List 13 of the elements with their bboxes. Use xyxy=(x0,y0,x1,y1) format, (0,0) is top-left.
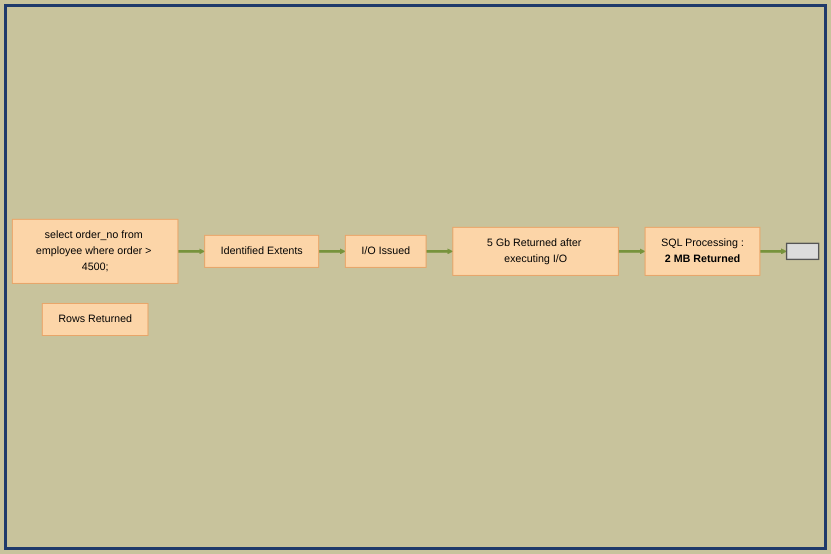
arrow xyxy=(618,248,646,254)
flowchart: select order_no from employee where order > 4500; Identified Extents I/O Issued 5 Gb Returned after executing I/O SQL Processing : 2 MB Returned Rows Returned xyxy=(7,214,824,340)
node-box xyxy=(452,226,619,276)
node-box xyxy=(344,234,427,268)
node-box xyxy=(786,242,820,260)
arrow xyxy=(178,248,205,254)
node-box xyxy=(204,234,320,268)
arrow xyxy=(760,248,787,254)
arrow xyxy=(426,248,454,254)
arrow xyxy=(318,248,346,254)
node-box xyxy=(42,302,148,336)
node-box xyxy=(12,218,178,284)
node-box xyxy=(644,226,760,276)
